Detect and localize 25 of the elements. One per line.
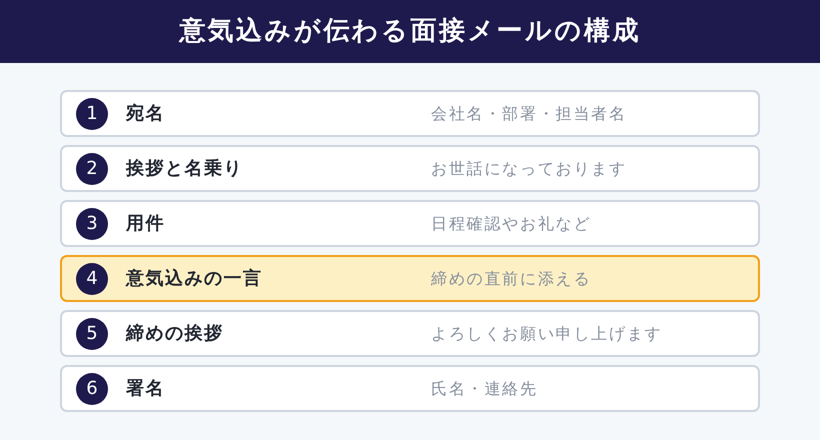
item-title: 意気込みの一言 <box>126 266 262 290</box>
item-description: お世話になっております <box>431 158 627 180</box>
item-card <box>60 365 760 412</box>
step-number: 5 <box>76 318 108 350</box>
step-number: 2 <box>76 152 108 184</box>
item-title: 挨拶と名乗り <box>126 156 243 180</box>
item-title: 署名 <box>126 376 165 400</box>
item-title: 宛名 <box>126 102 165 126</box>
item-card <box>60 145 760 192</box>
step-number: 6 <box>76 372 108 404</box>
step-number: 4 <box>76 262 108 294</box>
item-description: 締めの直前に添える <box>431 268 592 290</box>
item-description: 会社名・部署・担当者名 <box>431 102 627 124</box>
item-card <box>60 90 760 137</box>
item-card <box>60 200 760 247</box>
step-number: 3 <box>76 208 108 240</box>
item-description: 氏名・連絡先 <box>431 378 538 400</box>
item-title: 締めの挨拶 <box>126 322 224 346</box>
step-number: 1 <box>76 98 108 130</box>
item-title: 用件 <box>126 212 165 236</box>
page-title: 意気込みが伝わる面接メールの構成 <box>179 15 641 48</box>
item-description: 日程確認やお礼など <box>431 212 592 234</box>
item-card <box>60 310 760 357</box>
highlighted-item-card <box>60 255 760 302</box>
item-description: よろしくお願い申し上げます <box>431 322 662 344</box>
